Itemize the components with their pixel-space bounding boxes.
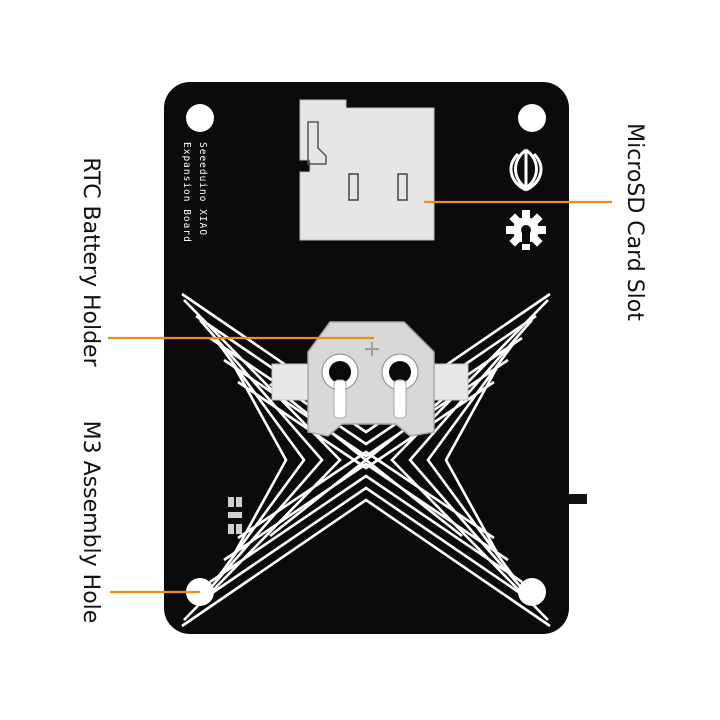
label-m3-assembly-hole: M3 Assembly Hole xyxy=(78,421,103,624)
label-microsd-card-slot: MicroSD Card Slot xyxy=(622,123,647,321)
battery-plus-mark: + xyxy=(363,337,381,362)
silkscreen-line-2: Expansion Board xyxy=(181,142,192,243)
trace-pattern xyxy=(181,292,551,628)
open-source-hardware-gear-icon xyxy=(506,210,546,250)
silkscreen-line-1: Seeeduino XIAO xyxy=(197,142,208,236)
mounting-hole-top-right xyxy=(518,104,546,132)
side-connector xyxy=(569,494,587,504)
microsd-card-slot xyxy=(299,99,435,241)
label-rtc-battery-holder: RTC Battery Holder xyxy=(78,157,103,367)
rtc-battery-holder: + xyxy=(271,321,469,437)
mounting-hole-top-left xyxy=(186,104,214,132)
smd-pads xyxy=(228,497,242,534)
mounting-hole-bottom-right xyxy=(518,578,546,606)
seeed-logo-icon xyxy=(509,148,543,192)
